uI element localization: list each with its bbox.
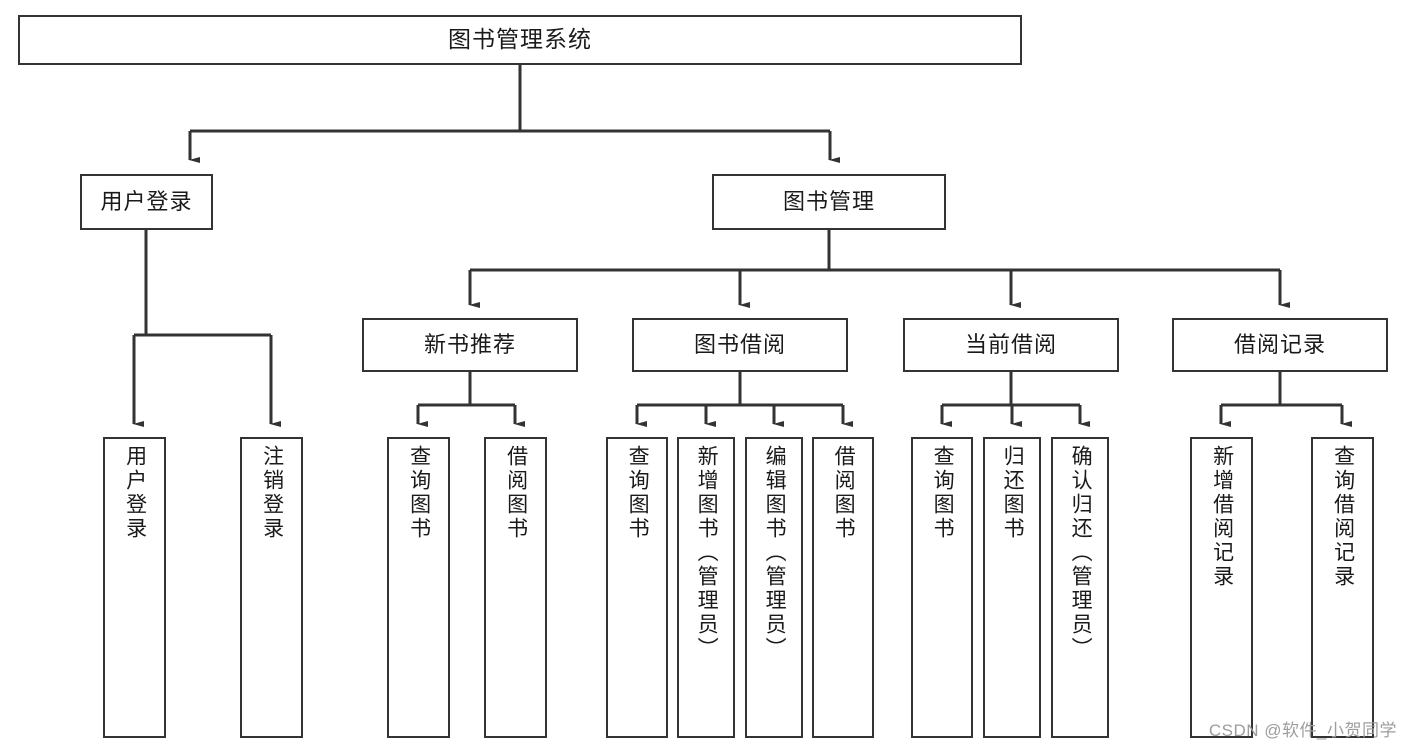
node-label: 注销登录	[260, 445, 284, 541]
node-borrow-record[interactable]: 借阅记录	[1172, 318, 1388, 372]
node-leaf-user-logout[interactable]: 注销登录	[240, 437, 303, 738]
node-label: 查询图书	[931, 445, 955, 541]
node-leaf-borrow-book-2[interactable]: 借阅图书	[812, 437, 874, 738]
node-leaf-add-record[interactable]: 新增借阅记录	[1190, 437, 1253, 738]
node-book-manage[interactable]: 图书管理	[712, 174, 946, 230]
node-label: 用户登录	[123, 445, 147, 541]
node-label: 查询借阅记录	[1331, 445, 1355, 589]
node-book-borrow[interactable]: 图书借阅	[632, 318, 848, 372]
node-user-login[interactable]: 用户登录	[80, 174, 213, 230]
node-label: 借阅图书	[832, 445, 856, 541]
node-leaf-return-book[interactable]: 归还图书	[983, 437, 1041, 738]
node-leaf-query-record[interactable]: 查询借阅记录	[1311, 437, 1374, 738]
node-label: 查询图书	[407, 445, 431, 541]
node-leaf-query-book-2[interactable]: 查询图书	[606, 437, 668, 738]
node-label: 图书管理系统	[448, 26, 592, 53]
node-leaf-user-login[interactable]: 用户登录	[103, 437, 166, 738]
node-label: 编辑图书（管理员）	[763, 445, 787, 661]
node-label: 图书借阅	[693, 331, 786, 357]
node-label: 新增图书（管理员）	[695, 445, 719, 661]
node-leaf-confirm-return[interactable]: 确认归还（管理员）	[1051, 437, 1109, 738]
node-label: 新书推荐	[423, 331, 516, 357]
node-leaf-query-book-3[interactable]: 查询图书	[911, 437, 973, 738]
node-root-system[interactable]: 图书管理系统	[18, 15, 1022, 65]
node-leaf-query-book-1[interactable]: 查询图书	[387, 437, 450, 738]
node-current-borrow[interactable]: 当前借阅	[903, 318, 1119, 372]
node-label: 查询图书	[626, 445, 650, 541]
node-label: 借阅记录	[1233, 331, 1326, 357]
node-label: 确认归还（管理员）	[1069, 445, 1093, 661]
node-label: 用户登录	[100, 188, 193, 214]
watermark-credit: CSDN @软件_小贺同学	[1208, 721, 1397, 740]
node-new-book-recommend[interactable]: 新书推荐	[362, 318, 578, 372]
node-label: 归还图书	[1001, 445, 1025, 541]
node-leaf-edit-book[interactable]: 编辑图书（管理员）	[745, 437, 803, 738]
node-leaf-add-book[interactable]: 新增图书（管理员）	[677, 437, 735, 738]
node-label: 新增借阅记录	[1210, 445, 1234, 589]
node-leaf-borrow-book-1[interactable]: 借阅图书	[484, 437, 547, 738]
node-label: 图书管理	[782, 188, 875, 214]
node-label: 借阅图书	[504, 445, 528, 541]
node-label: 当前借阅	[964, 331, 1057, 357]
